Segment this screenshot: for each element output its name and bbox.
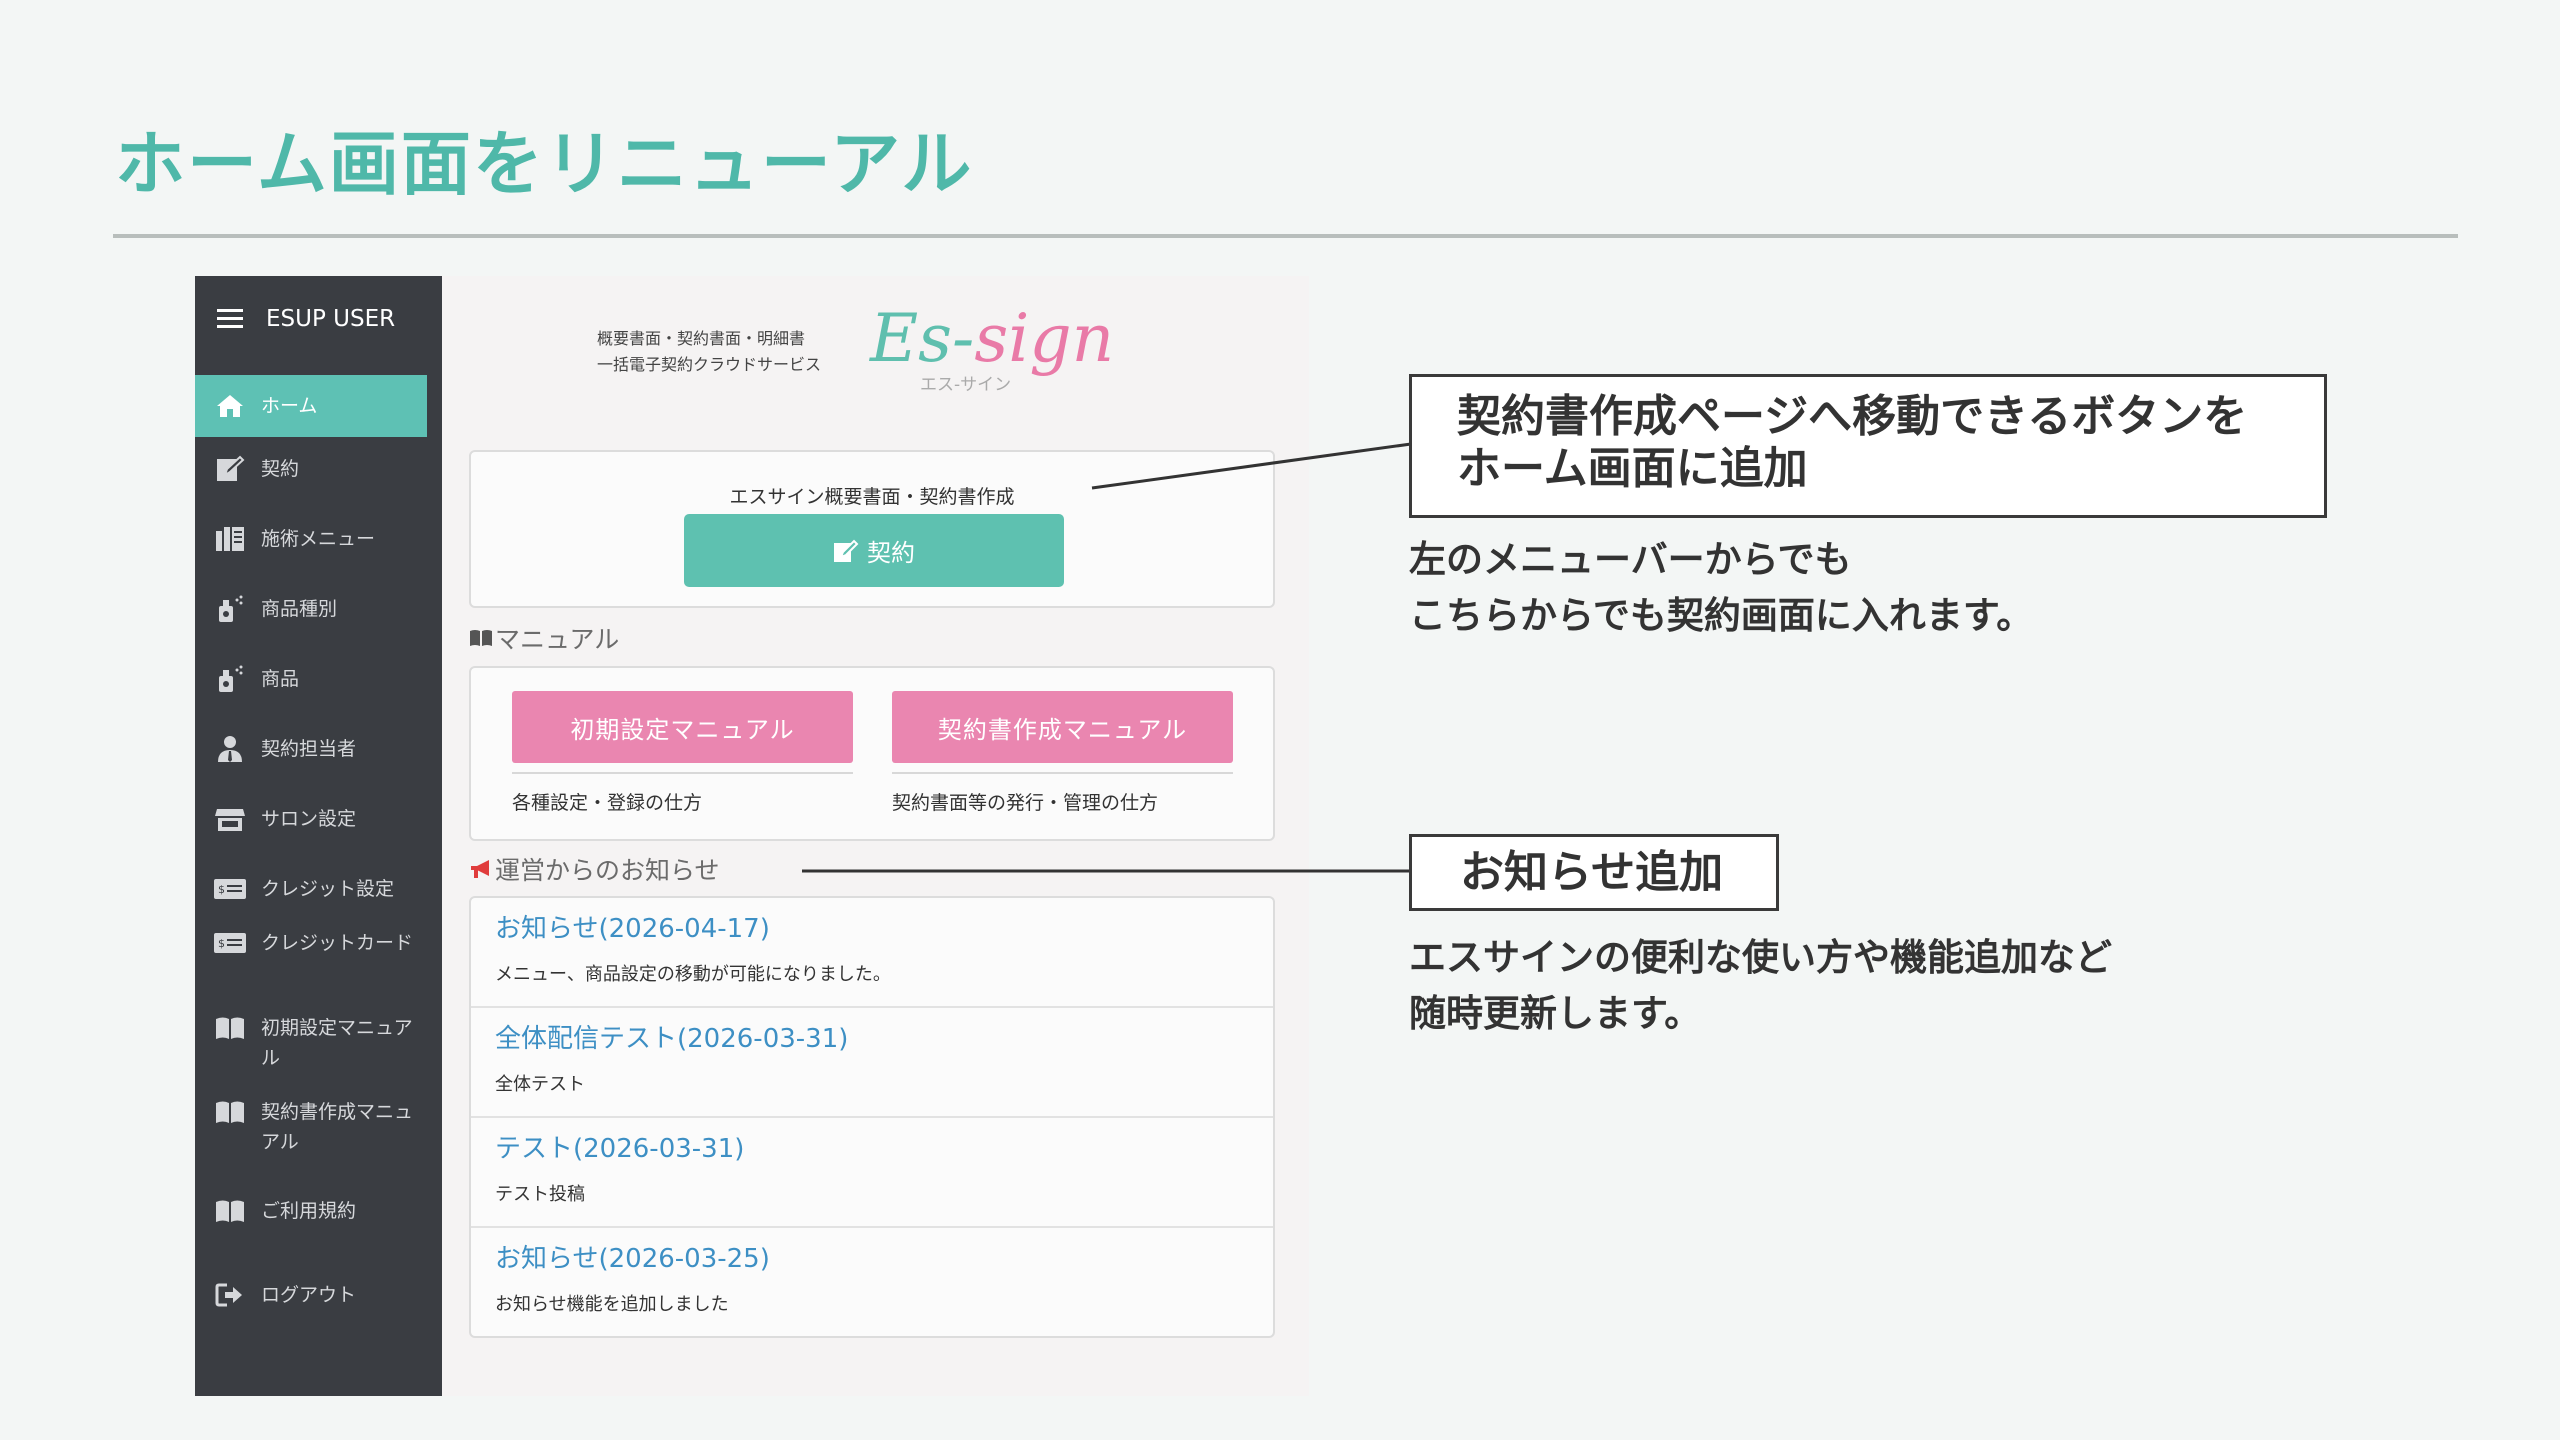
es-sign-logo: Es-sign [870,300,1115,377]
notice-title-link[interactable]: お知らせ(2026-04-17) [495,914,770,944]
sidebar-header: ESUP USER [217,306,395,332]
book-open-icon [212,1097,248,1127]
store-icon [212,804,248,834]
sidebar-item-contract-staff[interactable]: 契約担当者 [195,734,427,764]
sidebar-item-product[interactable]: 商品 [195,664,427,694]
megaphone-icon [469,858,493,880]
notice-item: お知らせ(2026-03-25) お知らせ機能を追加しました [471,1228,1273,1338]
main-content: 概要書面・契約書面・明細書 一括電子契約クラウドサービス Es-sign エス-… [442,276,1309,1396]
sidebar-item-contract[interactable]: 契約 [195,454,427,484]
spray-bottle-icon [212,664,248,694]
notice-title-link[interactable]: テスト(2026-03-31) [495,1134,745,1164]
notice-section-heading: 運営からのお知らせ [469,851,720,887]
notice-body: お知らせ機能を追加しました [495,1294,729,1315]
svg-text:$: $ [218,883,225,896]
sidebar-item-credit-card[interactable]: $ クレジットカード [195,928,427,958]
title-divider [113,234,2458,238]
edit-contract-icon [212,454,248,484]
contract-callout-line [1091,442,1412,490]
contract-card-caption: エスサイン概要書面・契約書作成 [729,486,1015,508]
contract-card: エスサイン概要書面・契約書作成 契約 [469,450,1275,608]
user-tie-icon [212,734,248,764]
user-name: ESUP USER [266,306,396,332]
sidebar-item-credit-settings[interactable]: $ クレジット設定 [195,874,427,904]
book-open-icon [212,1196,248,1226]
manual-card: 初期設定マニュアル 各種設定・登録の仕方 契約書作成マニュアル 契約書面等の発行… [469,666,1275,841]
svg-text:$: $ [218,937,225,950]
contract-callout-note: 左のメニューバーからでも こちらからでも契約画面に入れます。 [1409,538,2034,637]
notice-callout-box: お知らせ追加 [1409,834,1779,911]
contract-button[interactable]: 契約 [684,514,1064,587]
notice-callout-note: エスサインの便利な使い方や機能追加など 随時更新します。 [1409,936,2112,1035]
notice-body: テスト投稿 [495,1184,585,1205]
manual-section-heading: マニュアル [469,620,619,656]
sidebar-item-product-type[interactable]: 商品種別 [195,594,427,624]
spray-bottle-icon [212,594,248,624]
notice-item: テスト(2026-03-31) テスト投稿 [471,1118,1273,1228]
logo-kana: エス-サイン [920,375,1012,395]
contract-manual-button[interactable]: 契約書作成マニュアル [892,691,1233,763]
notice-title-link[interactable]: お知らせ(2026-03-25) [495,1244,770,1274]
sidebar: ESUP USER ホーム 契約 施術メニュー 商品種別 [195,276,442,1396]
initial-manual-button[interactable]: 初期設定マニュアル [512,691,853,763]
notice-item: お知らせ(2026-04-17) メニュー、商品設定の移動が可能になりました。 [471,898,1273,1008]
money-bill-icon: $ [212,928,248,958]
notice-title-link[interactable]: 全体配信テスト(2026-03-31) [495,1024,849,1054]
initial-manual-description: 各種設定・登録の仕方 [512,772,853,815]
sidebar-item-salon-settings[interactable]: サロン設定 [195,804,427,834]
sidebar-item-contract-manual[interactable]: 契約書作成マニュアル [195,1097,427,1157]
home-icon [212,391,248,421]
edit-icon [833,539,859,563]
notice-body: 全体テスト [495,1074,585,1095]
money-bill-icon: $ [212,874,248,904]
sidebar-item-home[interactable]: ホーム [195,375,427,437]
sidebar-item-terms[interactable]: ご利用規約 [195,1196,427,1226]
sidebar-item-initial-manual[interactable]: 初期設定マニュアル [195,1013,427,1073]
slide-title: ホーム画面をリニューアル [115,123,974,205]
notice-body: メニュー、商品設定の移動が可能になりました。 [495,964,891,985]
book-open-icon [212,1013,248,1043]
sign-out-icon [212,1280,248,1310]
app-screenshot: ESUP USER ホーム 契約 施術メニュー 商品種別 [195,276,1309,1396]
menu-list-icon [212,524,248,554]
contract-manual-description: 契約書面等の発行・管理の仕方 [892,772,1233,815]
hamburger-menu-icon[interactable] [217,309,243,329]
book-icon [469,628,493,648]
contract-callout-box: 契約書作成ページへ移動できるボタンを ホーム画面に追加 [1409,374,2327,518]
notice-item: 全体配信テスト(2026-03-31) 全体テスト [471,1008,1273,1118]
sidebar-item-treatment-menu[interactable]: 施術メニュー [195,524,427,554]
brand-subtitle: 概要書面・契約書面・明細書 一括電子契約クラウドサービス [597,329,822,374]
notice-list: お知らせ(2026-04-17) メニュー、商品設定の移動が可能になりました。 … [469,896,1275,1338]
sidebar-item-logout[interactable]: ログアウト [195,1280,427,1310]
